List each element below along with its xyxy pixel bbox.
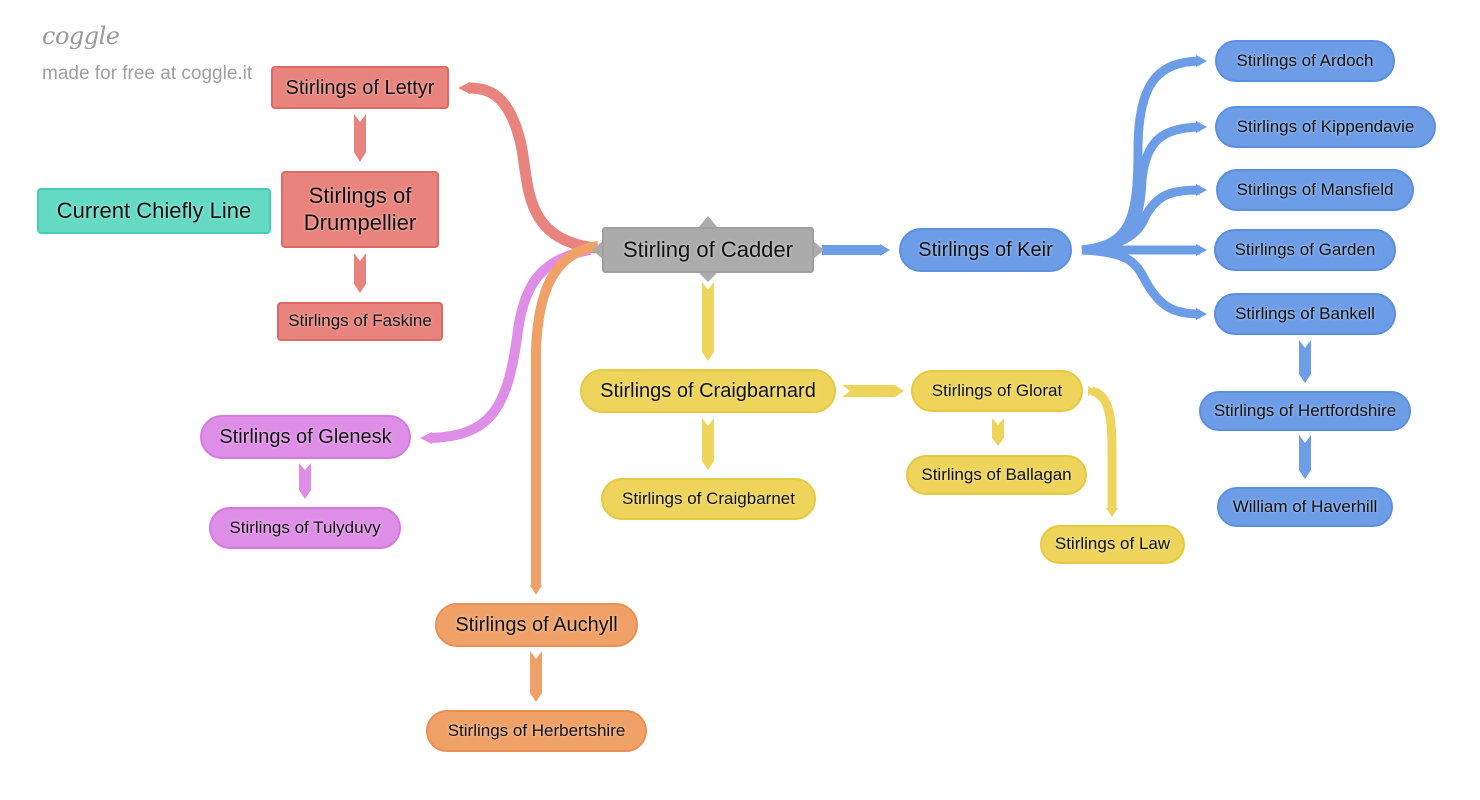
edge-lettyr-drumpellier: [354, 114, 366, 162]
edge-hertfordshire-haverhill: [1299, 435, 1311, 479]
node-ardoch[interactable]: Stirlings of Ardoch: [1215, 40, 1395, 82]
edge-cadder-auchyll: [531, 241, 599, 585]
node-herbertshire[interactable]: Stirlings of Herbertshire: [426, 710, 647, 752]
legend-current-chiefly-line[interactable]: Current Chiefly Line: [37, 188, 271, 234]
node-garden[interactable]: Stirlings of Garden: [1214, 229, 1396, 271]
coggle-tagline-link[interactable]: made for free at coggle.it: [42, 63, 253, 84]
edge-auchyll-herbertshire: [530, 651, 542, 702]
node-keir[interactable]: Stirlings of Keir: [899, 228, 1072, 272]
arrowhead-garden: [1196, 244, 1207, 256]
edge-cadder-lettyr: [467, 82, 597, 254]
edge-craigbarnard-craigbarnet: [702, 418, 714, 470]
arrowhead-bankell: [1196, 308, 1207, 320]
arrowhead-ardoch: [1196, 55, 1207, 67]
edge-cadder-glenesk: [429, 245, 591, 443]
arrowhead-kippendavie: [1196, 121, 1207, 133]
edge-cadder-craigbarnard: [702, 282, 714, 361]
edge-keir-mansfield: [1081, 185, 1201, 255]
edge-glenesk-tulyduvy: [299, 463, 311, 499]
arrowhead-auchyll: [530, 585, 542, 595]
arrowhead-keir: [880, 244, 890, 256]
arrowhead-glorat-law-start: [1088, 386, 1096, 396]
node-drumpellier-line1: Stirlings of: [308, 183, 412, 209]
root-left-notch: [592, 240, 604, 260]
edge-glorat-law: [1090, 386, 1117, 510]
node-lettyr[interactable]: Stirlings of Lettyr: [271, 66, 449, 109]
arrowhead-lettyr: [458, 82, 470, 94]
node-ballagan[interactable]: Stirlings of Ballagan: [906, 455, 1087, 495]
root-right-notch: [812, 240, 824, 260]
node-hertfordshire[interactable]: Stirlings of Hertfordshire: [1199, 391, 1411, 431]
coggle-logo[interactable]: coggle: [42, 22, 120, 50]
arrowhead-glenesk: [420, 432, 432, 444]
edge-craigbarnard-glorat: [842, 385, 904, 397]
node-glenesk[interactable]: Stirlings of Glenesk: [200, 415, 411, 459]
edge-keir-bankell: [1081, 245, 1201, 319]
edge-glorat-ballagan: [992, 418, 1004, 446]
root-node[interactable]: Stirling of Cadder: [602, 227, 814, 273]
node-tulyduvy[interactable]: Stirlings of Tulyduvy: [209, 507, 401, 549]
node-law[interactable]: Stirlings of Law: [1040, 525, 1185, 564]
node-drumpellier[interactable]: Stirlings of Drumpellier: [281, 171, 439, 248]
node-mansfield[interactable]: Stirlings of Mansfield: [1216, 169, 1414, 211]
arrowhead-law: [1106, 508, 1118, 517]
node-craigbarnet[interactable]: Stirlings of Craigbarnet: [601, 478, 816, 520]
node-faskine[interactable]: Stirlings of Faskine: [277, 302, 443, 341]
node-kippendavie[interactable]: Stirlings of Kippendavie: [1215, 106, 1436, 148]
edge-drumpellier-faskine: [354, 253, 366, 293]
arrowhead-mansfield: [1196, 184, 1207, 196]
node-haverhill[interactable]: William of Haverhill: [1217, 487, 1393, 527]
node-glorat[interactable]: Stirlings of Glorat: [911, 370, 1083, 412]
root-bottom-notch: [698, 272, 718, 282]
edge-bankell-hertfordshire: [1299, 340, 1311, 383]
node-craigbarnard[interactable]: Stirlings of Craigbarnard: [580, 369, 836, 413]
node-bankell[interactable]: Stirlings of Bankell: [1214, 293, 1396, 335]
root-top-notch: [698, 216, 718, 228]
node-auchyll[interactable]: Stirlings of Auchyll: [435, 603, 638, 647]
node-drumpellier-line2: Drumpellier: [303, 209, 417, 235]
